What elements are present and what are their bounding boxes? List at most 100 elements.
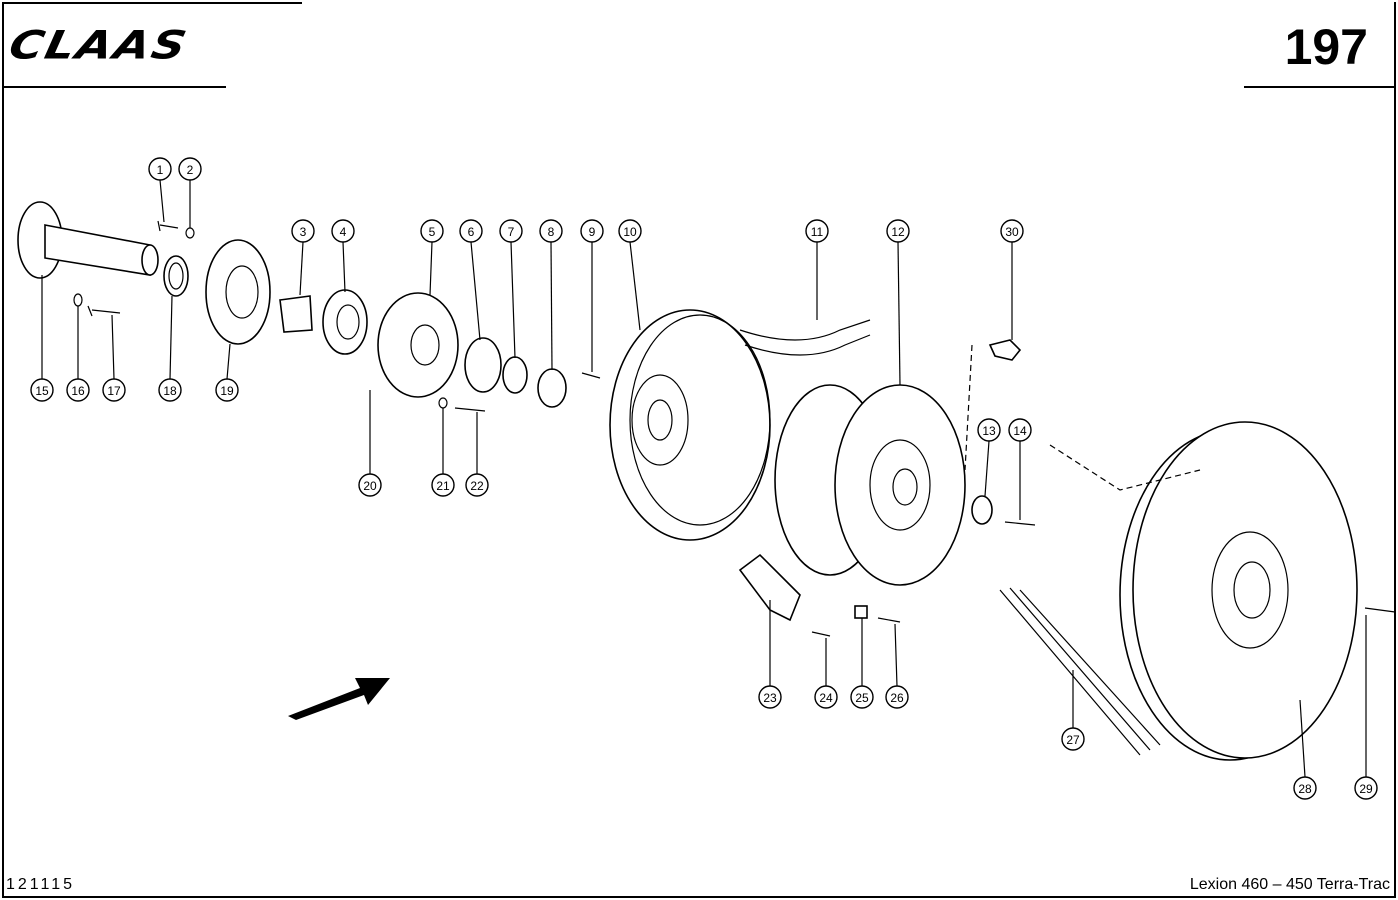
callout-number: 18 (163, 384, 177, 398)
frame-border (2, 2, 302, 4)
callout-number: 22 (470, 479, 484, 493)
model-name: Lexion 460 – 450 Terra-Trac (1189, 876, 1390, 893)
callout-circle (1354, 776, 1378, 800)
spacer (971, 495, 993, 525)
callout-number: 20 (363, 479, 377, 493)
bearing (322, 289, 368, 355)
callout-30: 30 (1000, 219, 1024, 340)
washer (438, 397, 448, 409)
belt (739, 319, 871, 356)
leader-line (629, 241, 641, 331)
callout-20: 20 (358, 390, 382, 497)
callout-17: 17 (102, 314, 126, 402)
callout-5: 5 (420, 219, 444, 296)
parts-drawing (17, 201, 1396, 761)
callout-2: 2 (178, 157, 202, 228)
callout-circle (158, 378, 182, 402)
bolt (1364, 607, 1396, 613)
drawing-number: 121115 (6, 876, 76, 893)
callout-11: 11 (805, 219, 829, 320)
bolt (87, 305, 121, 317)
callout-circle (459, 219, 483, 243)
elbow-fitting (988, 339, 1022, 361)
leader-line (159, 179, 165, 223)
callout-number: 6 (468, 225, 475, 239)
frame-border (2, 896, 1396, 898)
callout-circle (102, 378, 126, 402)
callout-number: 29 (1359, 782, 1373, 796)
callout-circle (1000, 219, 1024, 243)
leader-line (169, 295, 173, 380)
callout-16: 16 (66, 306, 90, 402)
leader-line (342, 241, 346, 293)
frame-border (2, 2, 4, 897)
callout-15: 15 (30, 275, 54, 402)
leader-line (894, 623, 898, 687)
callout-number: 16 (71, 384, 85, 398)
bolt (1004, 521, 1036, 526)
callout-number: 1 (157, 163, 164, 177)
callout-number: 30 (1005, 225, 1019, 239)
callout-number: 2 (187, 163, 194, 177)
callout-number: 11 (811, 225, 824, 239)
callout-24: 24 (814, 638, 838, 709)
v-belt (999, 587, 1161, 756)
pulley (609, 309, 771, 541)
callout-number: 14 (1013, 424, 1027, 438)
circlip (502, 356, 528, 394)
callout-circle (1293, 776, 1317, 800)
callout-3: 3 (291, 219, 315, 296)
leader-line (429, 241, 433, 296)
callout-9: 9 (580, 219, 604, 372)
washer (185, 227, 195, 239)
bearing-cover (377, 292, 459, 398)
callout-18: 18 (158, 295, 182, 402)
callout-circle (814, 685, 838, 709)
washer (73, 293, 83, 307)
callout-number: 4 (340, 225, 347, 239)
clutch (834, 384, 966, 586)
callout-number: 8 (548, 225, 555, 239)
callout-number: 17 (107, 384, 121, 398)
callout-26: 26 (885, 623, 909, 709)
callout-circle (977, 418, 1001, 442)
callout-circle (148, 157, 172, 181)
callout-number: 7 (508, 225, 515, 239)
callout-circle (1061, 727, 1085, 751)
callout-number: 23 (763, 691, 777, 705)
callout-number: 24 (819, 691, 833, 705)
leader-line (299, 241, 304, 296)
callout-number: 15 (35, 384, 49, 398)
leader-line (226, 343, 231, 380)
direction-arrow (288, 678, 390, 720)
callout-number: 25 (855, 691, 869, 705)
callout-circle (30, 378, 54, 402)
callout-circle (805, 219, 829, 243)
callout-circle (850, 685, 874, 709)
callout-number: 13 (982, 424, 996, 438)
callout-number: 10 (623, 225, 637, 239)
callout-circle (499, 219, 523, 243)
callout-number: 27 (1066, 733, 1080, 747)
callout-29: 29 (1354, 615, 1378, 800)
lock-nut (537, 368, 567, 408)
leader-line (470, 241, 481, 341)
callout-number: 21 (436, 479, 450, 493)
callout-circle (465, 473, 489, 497)
callout-circle (358, 473, 382, 497)
callout-27: 27 (1061, 670, 1085, 751)
bolt (454, 407, 486, 412)
callout-circle (66, 378, 90, 402)
callout-number: 9 (589, 225, 596, 239)
callout-circle (580, 219, 604, 243)
bolt (581, 372, 601, 379)
callout-circle (1008, 418, 1032, 442)
frame-border (1394, 2, 1396, 897)
callout-21: 21 (431, 408, 455, 497)
callout-number: 19 (220, 384, 234, 398)
callout-circle (758, 685, 782, 709)
callout-22: 22 (465, 412, 489, 497)
callout-4: 4 (331, 219, 355, 293)
seal-ring (464, 337, 502, 393)
